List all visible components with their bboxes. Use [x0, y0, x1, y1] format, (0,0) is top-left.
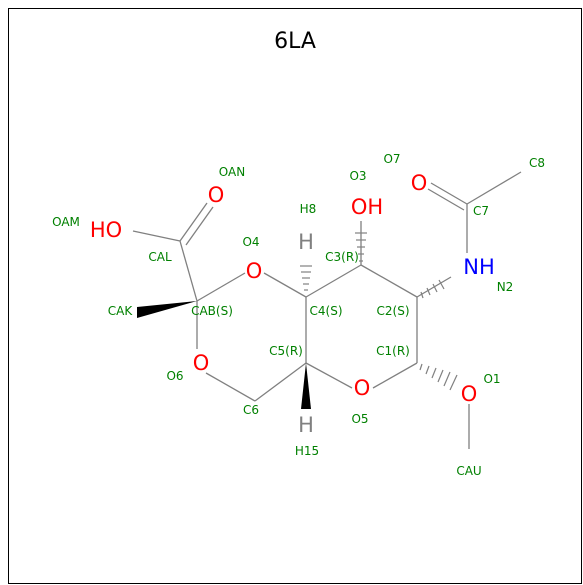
hash-c1-o1 — [419, 363, 458, 391]
name-c5: C5(R) — [269, 344, 303, 358]
bond-c7-o7-2 — [427, 188, 465, 211]
bond-c4-c3 — [305, 264, 362, 298]
name-o4: O4 — [242, 235, 259, 249]
atom-o7: O — [411, 171, 428, 195]
diagram-title: 6LA — [274, 29, 316, 54]
name-c1: C1(R) — [376, 344, 410, 358]
atom-n2: NH — [463, 255, 495, 279]
wedge-bonds — [137, 301, 311, 409]
name-c6: C6 — [243, 403, 259, 417]
name-n2: N2 — [497, 280, 514, 294]
hash-c4-h8 — [300, 265, 312, 291]
bond-cal-o-double-1 — [179, 202, 208, 242]
hash-c3-o3 — [355, 232, 367, 262]
atom-o1: O — [461, 382, 478, 406]
bond-c7-o7-1 — [430, 182, 468, 205]
wedge-c5-h15 — [301, 363, 311, 409]
atom-ho-acid: HO — [90, 218, 122, 242]
bond-o4-cab — [196, 272, 246, 302]
heavy-atom-labels: O O O O O HO OH O NH H H — [90, 171, 495, 437]
name-oam: OAM — [52, 215, 80, 229]
atom-o6: O — [193, 351, 210, 375]
name-c8: C8 — [529, 156, 545, 170]
bond-c4-o4 — [263, 272, 307, 298]
name-cal: CAL — [148, 250, 172, 264]
name-cab: CAB(S) — [191, 304, 233, 318]
bond-lines — [132, 171, 522, 449]
bond-o5-c5 — [305, 362, 353, 389]
atom-name-labels: OAN OAM CAL O4 H8 O3 C3(R) O7 C8 C7 N2 C… — [52, 152, 545, 478]
bond-c3-c2 — [360, 264, 418, 298]
bond-c6-c5 — [254, 362, 307, 402]
name-o7: O7 — [383, 152, 400, 166]
hash-c2-n2 — [420, 279, 445, 299]
molecule-structure: O O O O O HO OH O NH H H OAN OAM CAL O4 … — [52, 152, 545, 478]
bond-c7-c8 — [466, 171, 522, 205]
bond-cab-cal — [179, 240, 198, 302]
diagram-frame: 6LA — [8, 8, 582, 584]
name-c3: C3(R) — [325, 250, 359, 264]
name-o3: O3 — [349, 169, 366, 183]
name-o6: O6 — [166, 369, 183, 383]
name-cau: CAU — [456, 464, 481, 478]
bond-cal-o-double-2 — [185, 206, 214, 246]
name-cak: CAK — [108, 304, 134, 318]
atom-o5: O — [354, 376, 371, 400]
atom-o4: O — [246, 259, 263, 283]
bond-o6-c6 — [205, 372, 256, 402]
name-o5: O5 — [351, 412, 368, 426]
name-c7: C7 — [473, 204, 489, 218]
bond-c1-o5 — [372, 362, 418, 389]
wedge-cab-cak — [137, 301, 197, 318]
name-h15: H15 — [295, 444, 319, 458]
bond-cal-oh — [132, 230, 181, 242]
atom-h15: H — [298, 413, 314, 437]
name-h8: H8 — [300, 202, 317, 216]
name-o1: O1 — [483, 372, 500, 386]
atom-h8: H — [298, 230, 314, 254]
hashed-bonds — [300, 232, 458, 391]
atom-o-carbonyl-acid: O — [208, 183, 225, 207]
name-c4: C4(S) — [310, 304, 343, 318]
atom-oh-c3: OH — [351, 195, 383, 219]
name-c2: C2(S) — [377, 304, 410, 318]
name-oan: OAN — [219, 165, 245, 179]
